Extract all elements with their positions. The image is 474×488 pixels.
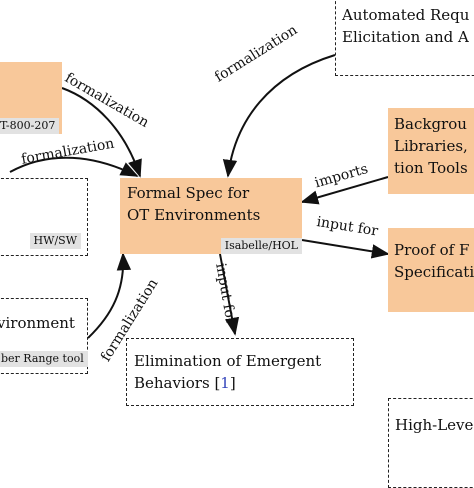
elimination-line2-text: Behaviors [ <box>134 374 221 392</box>
hwsw-box: HW/SW <box>0 178 88 256</box>
formal-spec-line1: Formal Spec for <box>127 184 250 202</box>
elimination-line2-close: ] <box>229 374 236 392</box>
edge-lefttop-to-formal <box>61 87 142 178</box>
edge-environment-to-formal <box>87 252 132 339</box>
formal-spec-line2: OT Environments <box>127 206 261 224</box>
elimination-box: Elimination of Emergent Behaviors [1] <box>126 338 354 406</box>
automated-requirements-box: Automated Requ Elicitation and A <box>335 0 474 76</box>
environment-line1: vironment <box>0 314 75 332</box>
background-line1: Backgrou <box>394 115 467 133</box>
proof-line1: Proof of F <box>394 241 470 259</box>
formal-spec-tag: Isabelle/HOL <box>220 238 302 254</box>
edge-hwsw-to-formal <box>9 156 139 177</box>
formal-spec-box: Formal Spec for OT Environments Isabelle… <box>120 178 302 254</box>
citation-link[interactable]: 1 <box>220 374 230 392</box>
edge-formal-to-elimination <box>219 253 240 336</box>
elimination-line1: Elimination of Emergent <box>134 352 322 370</box>
proof-line2: Specificatio <box>394 263 474 281</box>
high-level-box: High-Leve <box>388 398 474 488</box>
environment-box: vironment ber Range tool <box>0 298 88 374</box>
edge-background-to-formal <box>300 176 389 205</box>
high-level-line1: High-Leve <box>395 416 474 434</box>
standard-tag: T-800-207 <box>0 118 60 134</box>
proof-box: Proof of F Specificatio <box>388 228 474 312</box>
background-libraries-box: Backgrou Libraries, tion Tools <box>388 108 474 194</box>
diagram-edges <box>9 54 390 339</box>
edge-automated-to-formal <box>222 54 336 178</box>
hwsw-tag: HW/SW <box>29 233 81 249</box>
elimination-line2: Behaviors [1] <box>134 373 236 394</box>
background-line2: Libraries, <box>394 137 468 155</box>
standard-box: T-800-207 <box>0 62 62 134</box>
edge-formal-to-proof <box>301 239 390 259</box>
automated-line2: Elicitation and A <box>342 28 469 46</box>
background-line3: tion Tools <box>394 159 468 177</box>
automated-line1: Automated Requ <box>342 6 470 24</box>
environment-tag: ber Range tool <box>0 351 88 367</box>
